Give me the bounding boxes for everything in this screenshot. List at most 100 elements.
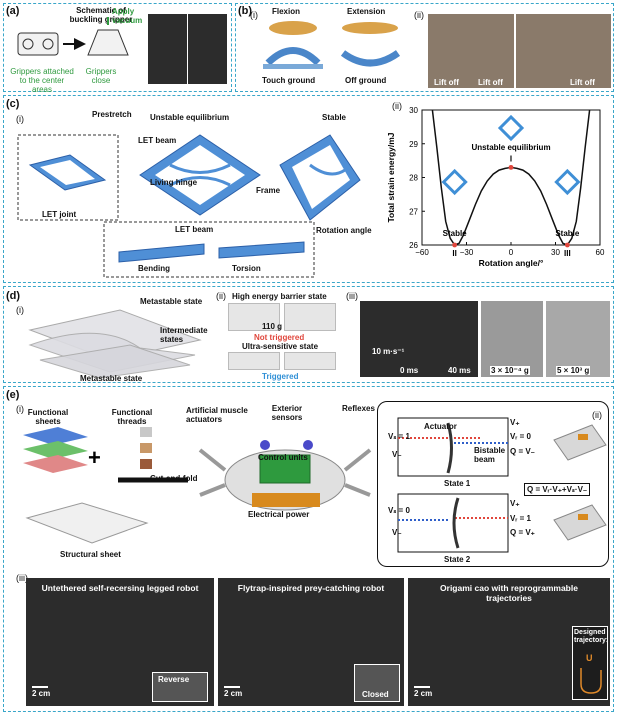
y-axis-label: Total strain energy/mJ xyxy=(386,132,396,222)
metastable-bottom-label: Metastable state xyxy=(80,374,142,383)
q-vminus-label: Q = V₋ xyxy=(510,447,535,456)
vminus-label-1: V₋ xyxy=(392,450,402,459)
vs1-label: Vₛ = 1 xyxy=(388,432,410,441)
exterior-sensors-label: Exterior sensors xyxy=(266,404,308,422)
speed-label: 10 m·s⁻¹ xyxy=(372,347,404,356)
extension-label: Extension xyxy=(347,7,385,16)
let-joint-label: LET joint xyxy=(42,210,76,219)
x-axis-label: Rotation angle/° xyxy=(479,258,544,268)
lift-off-2: Lift off xyxy=(478,78,503,87)
scale-bar-3: 2 cm xyxy=(414,686,432,698)
large-mass-label: 5 × 10³ g xyxy=(556,366,590,375)
designed-trajectory-label: Designed trajectory: xyxy=(574,629,608,645)
energy-curve xyxy=(432,110,589,245)
robot3-title: Origami cao with reprogrammable trajecto… xyxy=(424,583,594,603)
annotation-label: Stable xyxy=(555,229,580,238)
vr1-label: Vᵣ = 1 xyxy=(510,514,531,523)
vminus-label-2: V₋ xyxy=(392,528,402,537)
torsion-label: Torsion xyxy=(232,264,261,273)
gripper-photo-1 xyxy=(148,14,187,84)
structural-sheet-label: Structural sheet xyxy=(60,550,121,559)
closed-label: Closed xyxy=(362,690,389,699)
robot1-title: Untethered self-recersing legged robot xyxy=(26,583,214,593)
panel-e-sub-i: (i) xyxy=(16,404,24,414)
t0-label: 0 ms xyxy=(400,366,418,375)
cheetah-illustrations xyxy=(258,18,408,73)
let-beam-label: LET beam xyxy=(138,136,176,145)
off-ground-label: Off ground xyxy=(345,76,386,85)
triggered-label: Triggered xyxy=(262,372,298,381)
annotation-marker xyxy=(565,243,570,248)
unstable-equilibrium-label: Unstable equilibrium xyxy=(150,113,229,122)
x-tick-label: −30 xyxy=(460,248,474,257)
y-tick-label: 30 xyxy=(409,106,418,115)
functional-sheets-label: Functional sheets xyxy=(26,408,70,426)
flexion-label: Flexion xyxy=(272,7,300,16)
panel-c-sub-i: (i) xyxy=(16,114,24,124)
scale-bar-2: 2 cm xyxy=(224,686,242,698)
y-tick-label: 26 xyxy=(409,241,418,250)
annotation-numeral: I xyxy=(510,154,512,163)
functional-threads-label: Functional threads xyxy=(110,408,154,426)
vr0-label: Vᵣ = 0 xyxy=(510,432,531,441)
scale-bar-1: 2 cm xyxy=(32,686,50,698)
stable-label: Stable xyxy=(322,113,346,122)
grippers-close-label: Grippers close xyxy=(80,67,122,85)
sensitive-photo-1 xyxy=(228,352,280,370)
rotation-angle-label: Rotation angle xyxy=(316,226,372,235)
metastable-top-label: Metastable state xyxy=(140,297,202,306)
x-tick-label: 0 xyxy=(509,248,514,257)
vplus-label-2: V₊ xyxy=(510,499,520,508)
bistable-beam-label: Bistable beam xyxy=(474,446,506,464)
trajectory-path xyxy=(578,666,604,696)
lift-off-1: Lift off xyxy=(434,78,459,87)
living-hinge-label: Living hinge xyxy=(150,178,197,187)
gripper-schematic xyxy=(18,25,138,65)
panel-d-sub-ii: (ii) xyxy=(216,291,226,301)
frame-label: Frame xyxy=(256,186,280,195)
panel-b-sub-i: (i) xyxy=(250,10,258,20)
grippers-attached-label: Grippers attached to the center areas xyxy=(10,67,74,94)
bending-label: Bending xyxy=(138,264,170,273)
sensitive-photo-2 xyxy=(284,352,336,370)
vplus-label-1: V₊ xyxy=(510,418,520,427)
reflexes-label: Reflexes xyxy=(342,404,375,413)
reverse-label: Reverse xyxy=(158,675,189,684)
cut-and-fold-label: Cut-and-fold xyxy=(150,474,198,483)
mass-110g: 110 g xyxy=(262,322,282,331)
y-tick-label: 28 xyxy=(409,174,418,183)
annotation-numeral: II xyxy=(452,249,456,258)
ultra-sensitive-label: Ultra-sensitive state xyxy=(242,342,318,351)
state2-label: State 2 xyxy=(444,555,470,564)
panel-c-label: (c) xyxy=(6,98,19,110)
structural-sheet xyxy=(22,498,152,548)
lift-off-3: Lift off xyxy=(570,78,595,87)
leg-robot-photo-1 xyxy=(428,14,514,88)
high-barrier-label: High energy barrier state xyxy=(232,292,327,301)
state-illustration-stable-right xyxy=(556,171,578,193)
small-mass-label: 3 × 10⁻⁴ g xyxy=(490,366,530,375)
annotation-numeral: III xyxy=(564,249,571,258)
panel-d-label: (d) xyxy=(6,290,20,302)
prestretch-label: Prestretch xyxy=(92,110,132,119)
gripper-photo-2 xyxy=(188,14,227,84)
state1-label: State 1 xyxy=(444,479,470,488)
actuator-label: Actuator xyxy=(424,422,457,431)
vs0-label: Vₛ = 0 xyxy=(388,506,410,515)
t40-label: 40 ms xyxy=(448,366,471,375)
barrier-photo-2 xyxy=(284,303,336,331)
artificial-muscle-label: Artificial muscle actuators xyxy=(186,406,266,424)
panel-d-sub-iii: (iii) xyxy=(346,291,358,301)
let-beam-label-2: LET beam xyxy=(175,225,213,234)
control-units-label: Control units xyxy=(258,453,308,462)
y-tick-label: 29 xyxy=(409,140,418,149)
not-triggered-label: Not triggered xyxy=(254,333,304,342)
leg-robot-photo-2 xyxy=(516,14,611,88)
state-illustration-unstable xyxy=(500,117,522,139)
x-tick-label: 30 xyxy=(551,248,560,257)
functional-materials: + xyxy=(18,425,168,495)
svg-text:+: + xyxy=(88,445,101,470)
trajectory-symbol: U xyxy=(586,654,593,663)
electrical-power-label: Electrical power xyxy=(248,510,309,519)
touch-ground-label: Touch ground xyxy=(262,76,315,85)
